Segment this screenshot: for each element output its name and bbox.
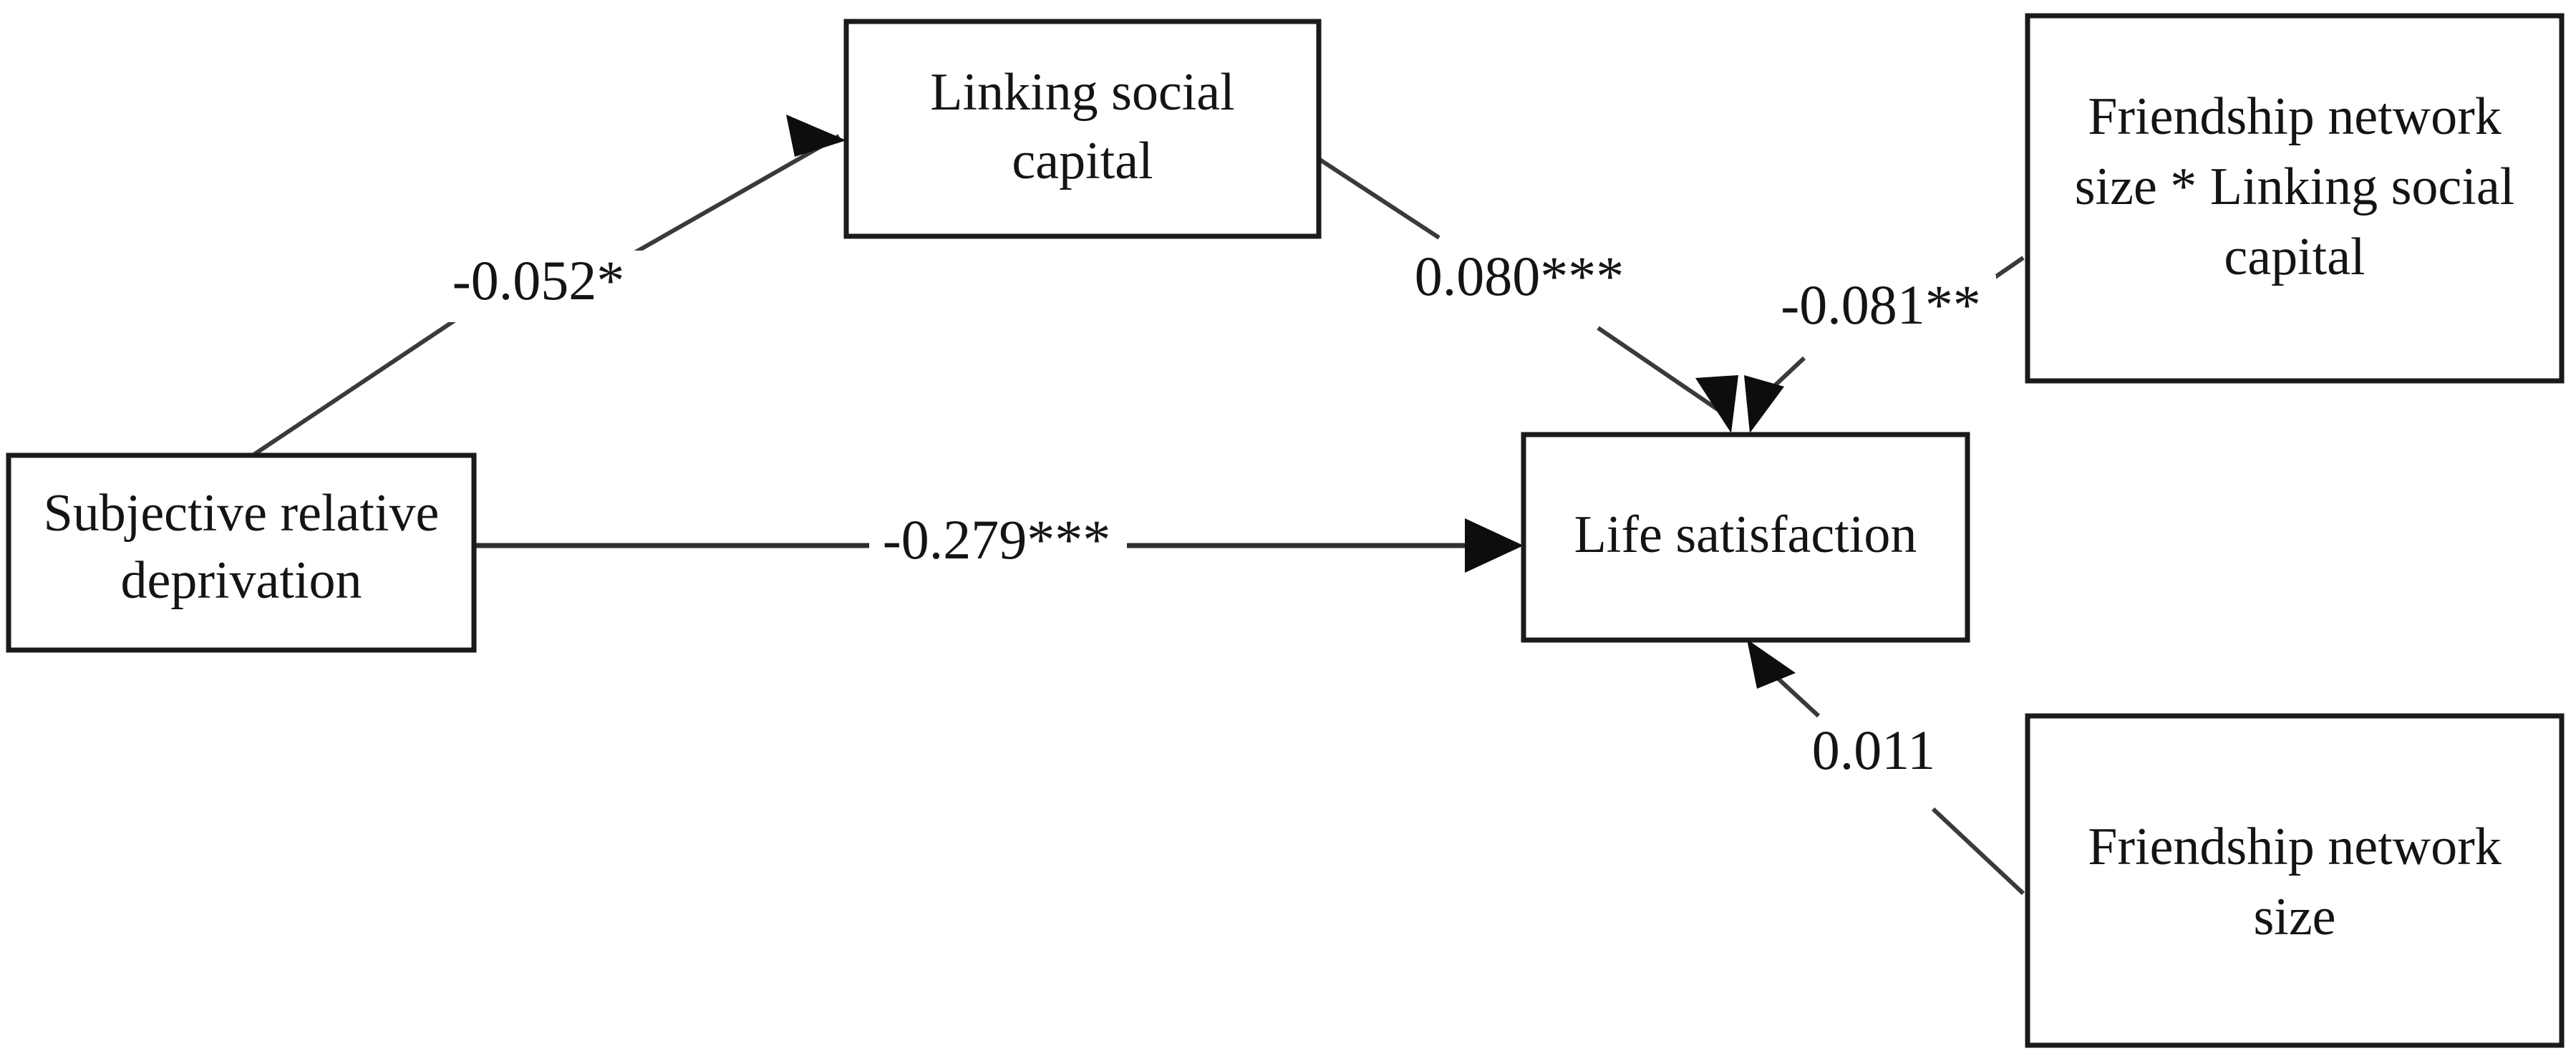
node-friendship-network-size[interactable]: Friendship network size (2025, 713, 2565, 1048)
edge-srd-to-lsc-segment-2 (624, 134, 841, 260)
coefficient-srd-to-lsc-backdrop (425, 251, 654, 322)
coefficient-lsc-to-ls-backdrop (1400, 246, 1643, 318)
edge-fns-to-ls-segment-1 (1931, 807, 2025, 896)
node-label-interaction-line1: Friendship network (2088, 87, 2502, 146)
coefficient-interaction-to-ls: -0.081** (1767, 273, 1996, 347)
node-box-fns[interactable] (2025, 713, 2565, 1048)
arrowhead-into-life-satisfaction-left (1465, 518, 1524, 573)
node-box-interaction[interactable] (2025, 13, 2565, 384)
node-linking-social-capital[interactable]: Linking social capital (843, 19, 1322, 239)
edge-srd-to-lsc-segment-1 (249, 318, 457, 459)
node-subjective-relative-deprivation[interactable]: Subjective relative deprivation (6, 452, 477, 653)
edge-lsc-to-ls (1317, 157, 1738, 433)
coefficient-interaction-to-ls-text: -0.081** (1781, 273, 1980, 336)
coefficient-lsc-to-ls: 0.080*** (1400, 245, 1643, 318)
coefficient-srd-to-ls: -0.279*** (869, 508, 1127, 581)
node-label-interaction-line3: capital (2224, 228, 2365, 286)
coefficient-interaction-to-ls-backdrop (1767, 275, 1996, 347)
node-life-satisfaction[interactable]: Life satisfaction (1521, 432, 1970, 643)
node-box-life-satisfaction[interactable] (1521, 432, 1970, 643)
node-label-srd-line1: Subjective relative (44, 484, 440, 543)
coefficient-srd-to-lsc: -0.052* (425, 249, 654, 322)
edge-srd-to-lsc (249, 115, 846, 459)
node-label-srd-line2: deprivation (120, 551, 362, 610)
arrowhead-into-linking-social-capital (786, 115, 846, 157)
arrowhead-into-life-satisfaction-top-left (1695, 375, 1738, 433)
edge-srd-to-ls (474, 518, 1524, 573)
node-box-srd[interactable] (6, 452, 477, 653)
node-label-lsc-line1: Linking social (930, 63, 1234, 122)
coefficient-lsc-to-ls-text: 0.080*** (1415, 245, 1624, 307)
arrowhead-into-life-satisfaction-top-right (1744, 375, 1784, 433)
coefficient-fns-to-ls-text: 0.011 (1812, 719, 1936, 781)
node-interaction-fns-x-lsc[interactable]: Friendship network size * Linking social… (2025, 13, 2565, 384)
node-label-interaction-line2: size * Linking social (2075, 158, 2514, 216)
coefficient-srd-to-lsc-text: -0.052* (452, 249, 624, 311)
node-label-fns-line1: Friendship network (2088, 818, 2502, 876)
edge-fns-to-ls (1747, 639, 2025, 896)
node-label-life-satisfaction: Life satisfaction (1574, 505, 1917, 564)
arrowhead-into-life-satisfaction-bottom (1747, 639, 1796, 689)
coefficient-fns-to-ls: 0.011 (1788, 719, 1960, 792)
node-box-lsc[interactable] (843, 19, 1322, 239)
edge-lsc-to-ls-segment-1 (1317, 157, 1440, 240)
coefficient-srd-to-ls-text: -0.279*** (883, 508, 1110, 571)
coefficient-fns-to-ls-backdrop (1788, 720, 1960, 792)
node-label-lsc-line2: capital (1012, 132, 1153, 190)
edge-lsc-to-ls-segment-2 (1597, 326, 1725, 416)
coefficient-srd-to-ls-backdrop (869, 510, 1127, 581)
node-label-fns-line2: size (2253, 888, 2335, 946)
